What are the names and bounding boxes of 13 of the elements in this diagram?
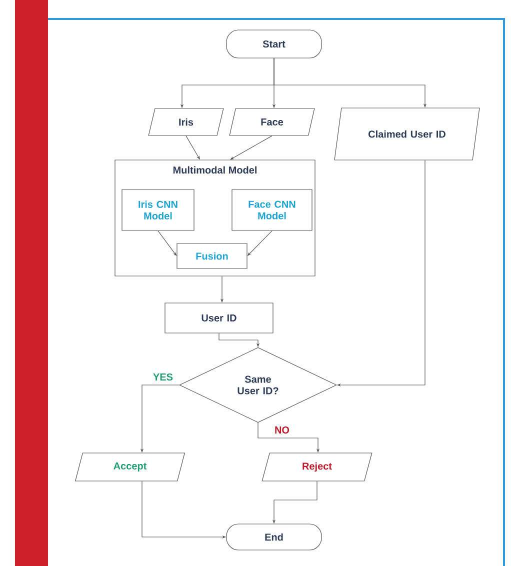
process-box: Face CNN Model [232,189,312,231]
edge-label: YES [152,372,174,382]
process-box: User ID [164,302,274,334]
process-box: Iris CNN Model [122,189,194,231]
data-parallelogram: Reject [262,452,372,482]
edge-label: NO [274,425,290,435]
arrow [230,136,272,160]
data-parallelogram: Iris [148,108,224,136]
process-box: Fusion [176,243,248,269]
terminal-box: End [226,524,322,550]
data-parallelogram: Claimed User ID [334,108,480,160]
terminal-box: Start [226,30,322,58]
data-parallelogram: Face [229,108,315,136]
